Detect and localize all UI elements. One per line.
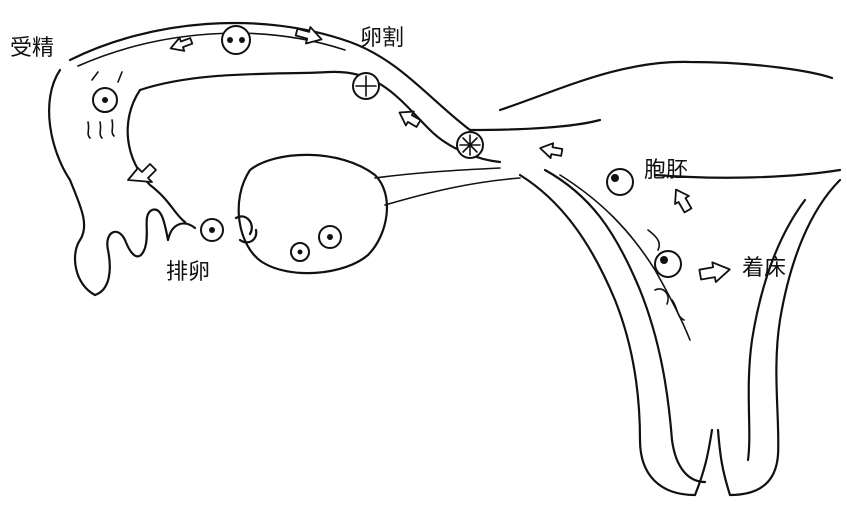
ovarian-ligament-lower: [384, 177, 521, 206]
label-implantation: 着床: [742, 256, 787, 281]
tube-lower-wall: [48, 68, 97, 297]
ovarian-ligament: [374, 167, 501, 179]
uterus-cavity-left: [518, 173, 697, 497]
arrow-icon: [698, 261, 731, 283]
label-ovulation: 排卵: [166, 260, 211, 285]
uterus-outer-wall: [498, 60, 834, 112]
arrow-icon: [127, 163, 157, 183]
uterus-wall-right-inner: [746, 198, 807, 462]
tube-inner-loop-lower: [126, 88, 187, 224]
tube-upper-wall: [68, 21, 602, 132]
uterus-wall-right: [728, 178, 842, 497]
uterus-cavity-left-inner: [543, 168, 707, 484]
two-cell-embryo: [221, 25, 251, 55]
sperm: [87, 119, 115, 139]
blastocyst-cells: [606, 168, 685, 321]
label-blastocyst: 胞胚: [644, 158, 689, 183]
ovary: [237, 153, 389, 275]
arrow-icon: [398, 110, 422, 128]
tube-inner-loop: [138, 70, 502, 164]
arrow-icon: [169, 36, 194, 52]
implanting-embryo: [654, 250, 682, 278]
cervix: [693, 428, 732, 497]
label-cleavage: 卵割: [360, 26, 405, 51]
fertilization-cells: [87, 71, 123, 139]
migration-arrows: [127, 26, 731, 283]
uterus-fundus-right: [653, 168, 842, 179]
fimbriae: [93, 208, 197, 297]
ovary-follicles: [200, 215, 342, 262]
cleavage-cells: [221, 25, 484, 159]
label-fertilization: 受精: [10, 36, 55, 61]
arrow-icon: [674, 188, 693, 214]
arrow-icon: [294, 26, 323, 45]
sperm: [91, 71, 123, 83]
ovulation-burst: [234, 215, 258, 244]
endometrial-folds: [647, 229, 685, 321]
arrow-icon: [539, 142, 564, 159]
blastocyst: [606, 168, 634, 196]
